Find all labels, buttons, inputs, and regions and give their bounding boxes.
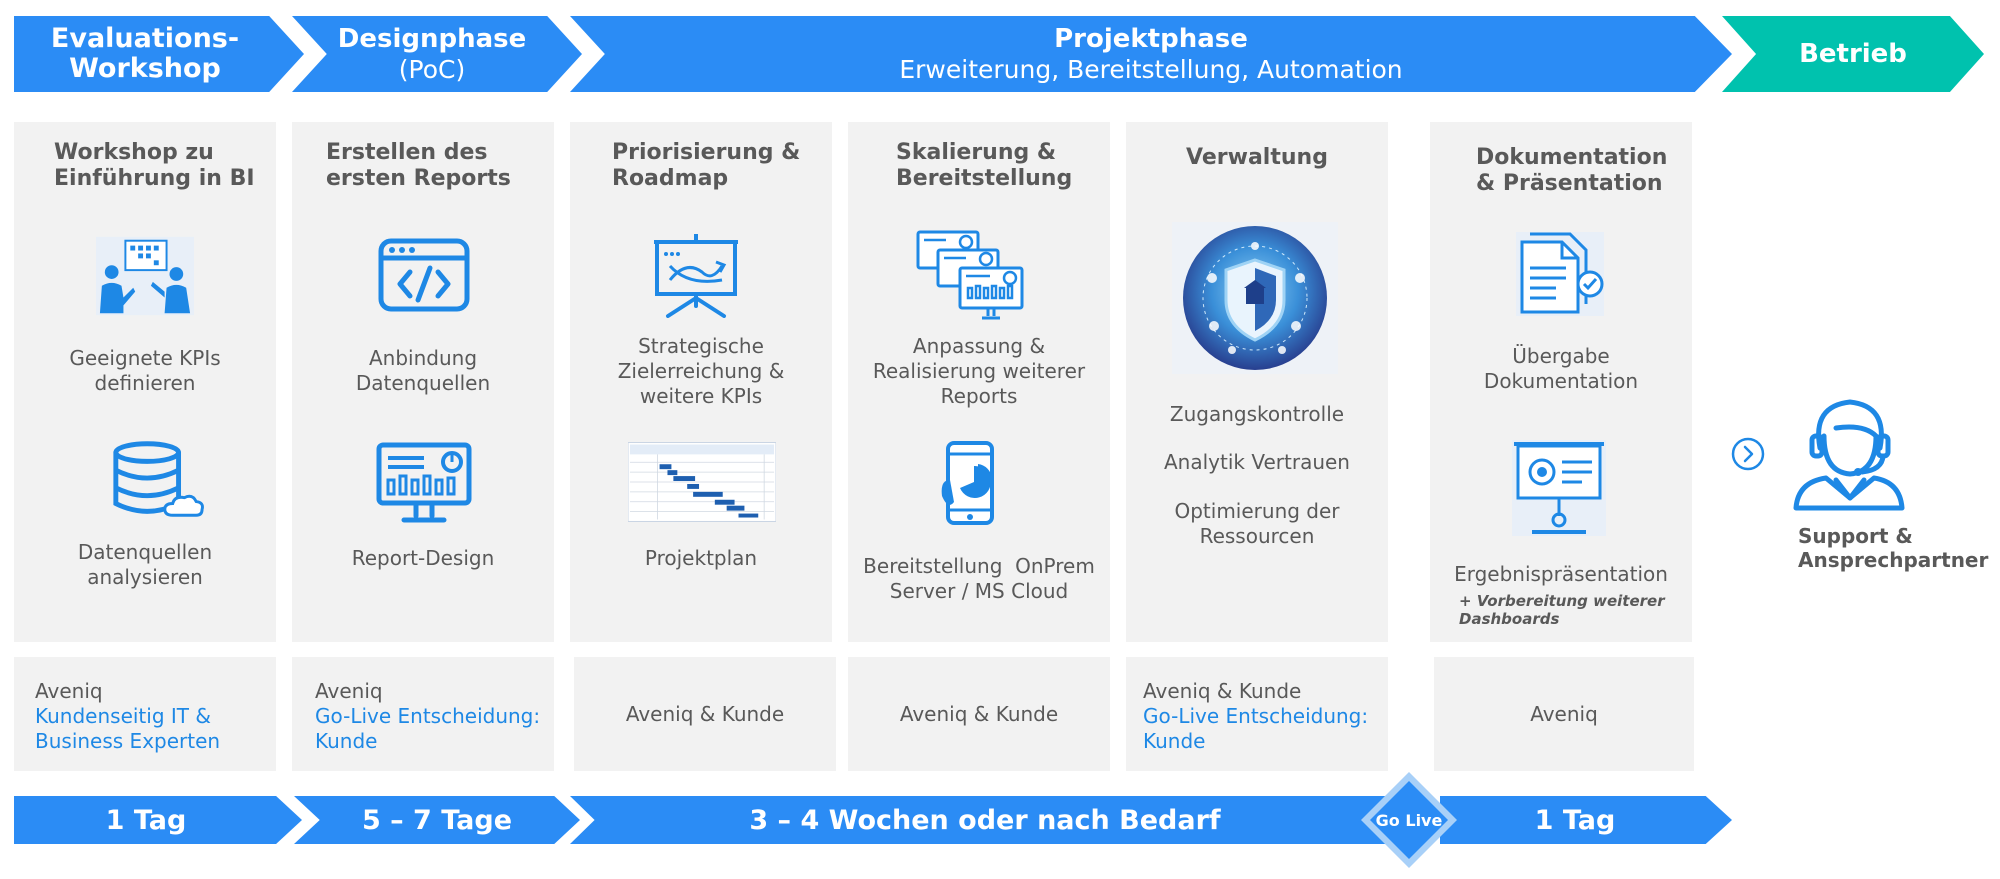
phase-title: Projektphase — [1054, 23, 1248, 54]
security-shield-image — [1172, 222, 1338, 374]
card-roadmap — [570, 122, 832, 642]
support-agent-icon — [1793, 399, 1905, 511]
responsibility-primary: Aveniq & Kunde — [625, 701, 785, 726]
phase-betrieb: Betrieb — [1722, 16, 1984, 92]
chevron-right-circle-icon[interactable] — [1730, 436, 1766, 472]
golive-label: Go Live — [1375, 810, 1443, 830]
responsibility-primary: Aveniq — [1530, 701, 1598, 726]
support-label: Support & Ansprechpartner — [1798, 524, 1989, 572]
card-skalierung — [848, 122, 1110, 642]
gantt-plan-thumbnail — [628, 442, 776, 522]
responsibility-primary: Aveniq — [35, 679, 103, 703]
responsibility-secondary: Go-Live Entscheidung: Kunde — [1143, 704, 1369, 753]
phase-title: Betrieb — [1799, 38, 1907, 69]
card-title: Dokumentation & Präsentation — [1476, 145, 1668, 196]
workshop-people-icon — [96, 236, 194, 316]
card-item-label: Übergabe Dokumentation — [1483, 344, 1639, 393]
responsibility-box: Aveniq & Kunde Go-Live Entscheidung: Kun… — [1126, 657, 1388, 771]
card-item-label: Bereitstellung OnPrem Server / MS Cloud — [863, 554, 1095, 603]
responsibility-box: Aveniq & Kunde — [848, 657, 1110, 771]
card-item-label: Strategische Zielerreichung & weitere KP… — [617, 334, 785, 408]
mobile-chart-icon — [941, 441, 994, 525]
card-report — [292, 122, 554, 642]
card-item-label: Optimierung der Ressourcen — [1174, 499, 1340, 548]
duration-designphase: 5 – 7 Tage — [294, 796, 580, 844]
duration-label: 1 Tag — [1534, 804, 1616, 836]
responsibility-secondary: Kundenseitig IT & Business Experten — [35, 704, 221, 753]
golive-marker: Go Live — [1370, 781, 1448, 859]
card-title: Verwaltung — [1186, 145, 1328, 170]
responsibility-box: Aveniq & Kunde — [574, 657, 836, 771]
phase-subtitle: Erweiterung, Bereitstellung, Automation — [899, 54, 1403, 84]
golive-diamond: Go Live — [1361, 772, 1457, 868]
responsibility-primary: Aveniq & Kunde — [1143, 679, 1302, 703]
responsibility-box: Aveniq — [1434, 657, 1694, 771]
card-item-label: Projektplan — [644, 546, 758, 570]
card-item-label: Anpassung & Realisierung weiterer Report… — [872, 334, 1086, 408]
card-note: + Vorbereitung weiterer Dashboards — [1459, 592, 1665, 628]
card-title: Workshop zu Einführung in BI — [54, 140, 255, 191]
card-verwaltung — [1126, 122, 1388, 642]
card-item-label: Datenquellen analysieren — [77, 540, 213, 589]
card-title: Erstellen des ersten Reports — [326, 140, 511, 191]
card-item-label: Zugangskontrolle — [1169, 402, 1345, 426]
duration-projektphase: 3 – 4 Wochen oder nach Bedarf — [570, 796, 1390, 844]
card-item-label: Report-Design — [351, 546, 495, 570]
database-cloud-icon — [113, 441, 204, 517]
responsibility-box: Aveniq Go-Live Entscheidung: Kunde — [292, 657, 554, 771]
card-title: Priorisierung & Roadmap — [612, 140, 801, 191]
duration-betrieb: 1 Tag — [1440, 796, 1732, 844]
duration-label: 1 Tag — [105, 804, 187, 836]
presentation-board-icon — [654, 234, 738, 318]
card-dokumentation — [1430, 122, 1692, 642]
responsibility-primary: Aveniq — [315, 679, 383, 703]
card-item-label: Ergebnispräsentation — [1454, 562, 1668, 586]
card-item-label: Geeignete KPIs definieren — [69, 346, 221, 395]
phase-subtitle: (PoC) — [398, 54, 466, 84]
phase-title: Evaluations- Workshop — [50, 23, 240, 84]
duration-evaluations: 1 Tag — [14, 796, 302, 844]
code-window-icon — [378, 238, 470, 312]
document-check-icon — [1516, 232, 1604, 316]
phase-projektphase: Projektphase Erweiterung, Bereitstellung… — [570, 16, 1732, 92]
presentation-screen-icon — [1512, 440, 1606, 536]
card-workshop — [14, 122, 276, 642]
responsibility-box: Aveniq Kundenseitig IT & Business Expert… — [14, 657, 276, 771]
phase-designphase: Designphase (PoC) — [292, 16, 582, 92]
phase-title: Designphase — [337, 23, 527, 54]
phase-evaluations-workshop: Evaluations- Workshop — [14, 16, 304, 92]
dashboard-monitor-icon — [376, 442, 472, 523]
responsibility-secondary: Go-Live Entscheidung: Kunde — [315, 704, 541, 753]
stacked-reports-icon — [916, 230, 1024, 320]
card-title: Skalierung & Bereitstellung — [896, 140, 1073, 191]
duration-label: 5 – 7 Tage — [361, 804, 513, 836]
duration-label: 3 – 4 Wochen oder nach Bedarf — [749, 804, 1221, 836]
responsibility-primary: Aveniq & Kunde — [899, 701, 1059, 726]
card-item-label: Analytik Vertrauen — [1164, 450, 1350, 474]
card-item-label: Anbindung Datenquellen — [355, 346, 491, 395]
